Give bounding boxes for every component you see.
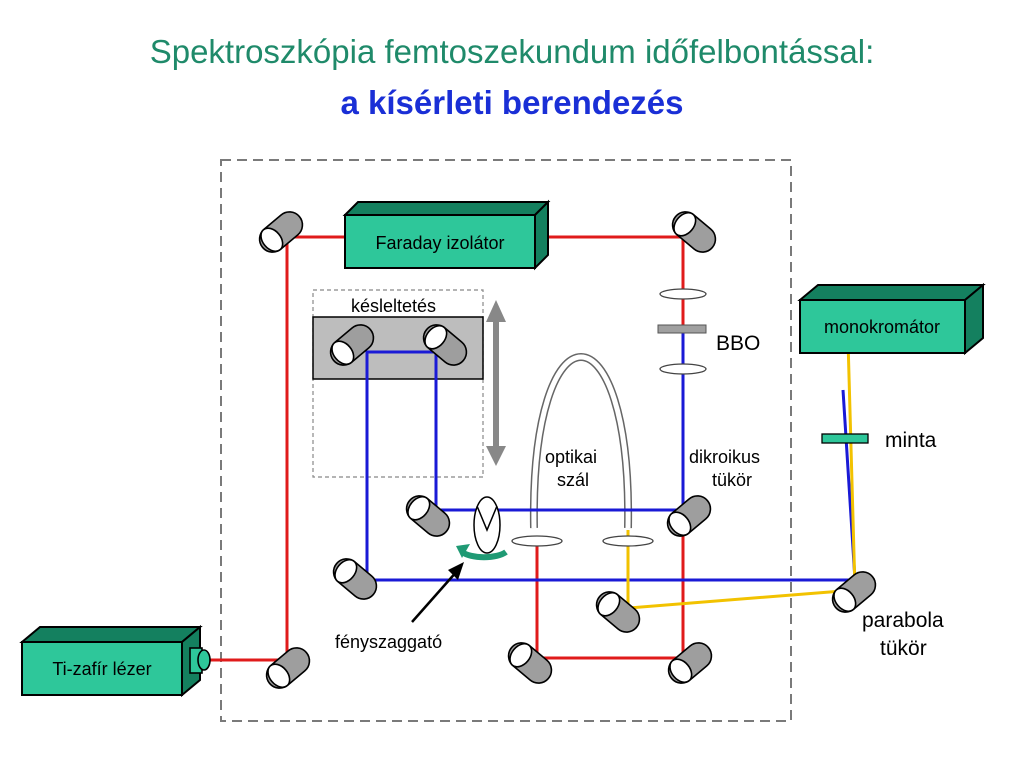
lens-bottom (659, 363, 707, 375)
monochromator-label: monokromátor (824, 317, 940, 337)
sample-label: minta (885, 429, 937, 452)
mirror-icon (590, 585, 646, 639)
lens-fiber-right (602, 535, 654, 547)
faraday-label: Faraday izolátor (375, 233, 504, 253)
delay-stage-outline (312, 289, 484, 478)
mirror-icon (400, 489, 456, 543)
chopper-label: fényszaggató (335, 632, 442, 652)
mirror-icon (661, 489, 717, 543)
lens-top (659, 288, 707, 300)
bbo-label: BBO (716, 332, 760, 355)
delay-label: késleltetés (351, 296, 436, 316)
parabola-label-line2: tükör (880, 637, 927, 660)
fiber-label-line2: szál (557, 470, 589, 490)
parabola-label-line1: parabola (862, 609, 944, 632)
optical-fiber (529, 353, 633, 529)
fiber-label-line1: optikai (545, 447, 597, 467)
mirror-icon (502, 636, 558, 690)
mirror-icon (662, 636, 718, 690)
slide-subtitle: a kísérleti berendezés (340, 84, 684, 121)
dichroic-label-line1: dikroikus (689, 447, 760, 467)
mirror-icon (666, 205, 722, 259)
dichroic-label-line2: tükör (712, 470, 752, 490)
yellow-beam (626, 339, 857, 610)
ti-sapphire-laser-box: Ti-zafír lézer (19, 624, 211, 698)
chopper-icon (456, 496, 508, 561)
monochromator-box: monokromátor (797, 282, 986, 356)
mirror-icon (260, 641, 316, 695)
slide-title: Spektroszkópia femtoszekundum időfelbont… (149, 33, 875, 70)
enclosure-border (220, 159, 792, 722)
sample-cell (821, 433, 869, 444)
chopper-pointer-arrow (411, 562, 464, 623)
mirror-icon (253, 205, 309, 259)
bbo-crystal (657, 324, 707, 334)
delay-direction-arrow (486, 300, 506, 466)
faraday-isolator-box: Faraday izolátor (342, 199, 551, 271)
laser-label: Ti-zafír lézer (52, 659, 151, 679)
mirror-icon (327, 552, 383, 606)
lens-fiber-left (511, 535, 563, 547)
